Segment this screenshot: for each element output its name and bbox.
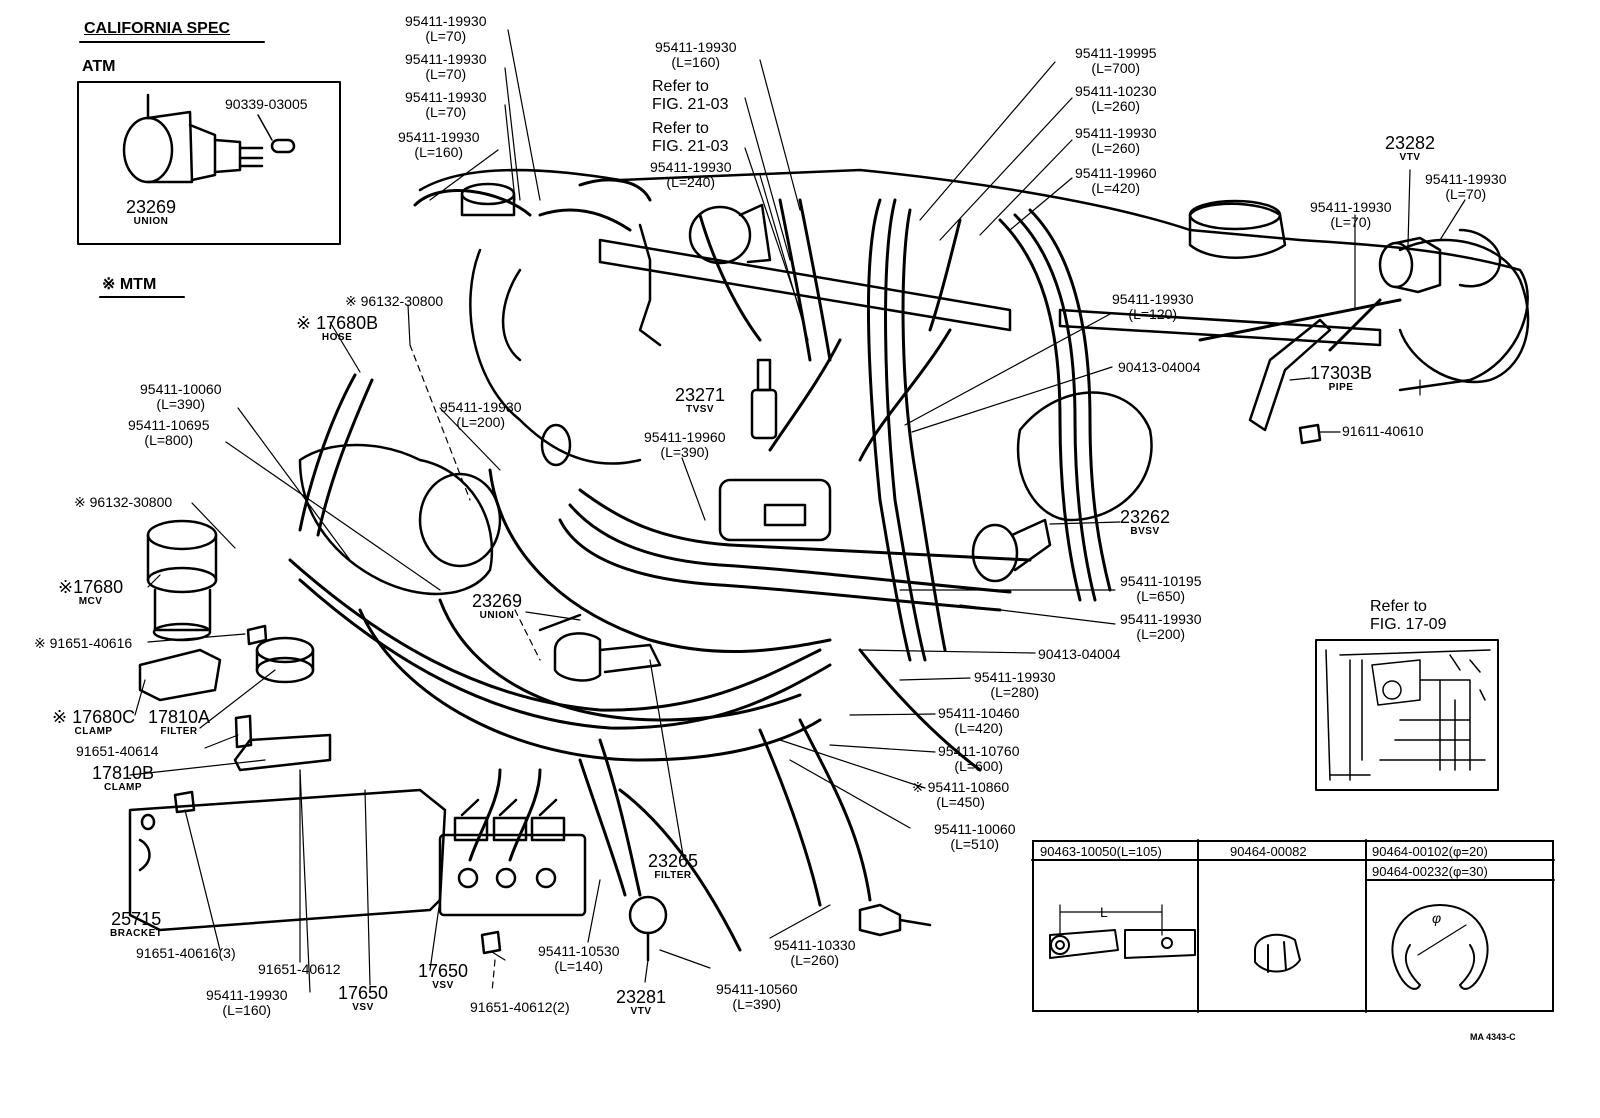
hose-label: 95411-19930(L=70) <box>405 51 487 82</box>
bolt-label: ※ 91651-40616 <box>34 635 133 651</box>
hose-label: 95411-19960(L=390) <box>644 429 726 460</box>
page-title: CALIFORNIA SPEC <box>84 20 231 37</box>
hose-label: 95411-10695(L=800) <box>128 417 210 448</box>
hose-label: 95411-10330(L=260) <box>774 937 856 968</box>
hose-label: 95411-19930(L=70) <box>405 89 487 120</box>
dimension-l: L <box>1100 904 1108 920</box>
table-cell-clamp-30: 90464-00232(φ=30) <box>1372 864 1488 879</box>
hose-label: 95411-10060(L=390) <box>140 381 222 412</box>
hose-label: 95411-19930(L=160) <box>398 129 480 160</box>
bolt-label: 91651-40616(3) <box>136 945 236 961</box>
hose-label: 95411-10460(L=420) <box>938 705 1020 736</box>
hose-label: 95411-19930(L=70) <box>1425 171 1507 202</box>
hose-label: 95411-19930(L=160) <box>655 39 737 70</box>
hose-label: 95411-19930(L=200) <box>440 399 522 430</box>
table-cell-hose-pad: 90463-10050(L=105) <box>1040 844 1162 859</box>
table-cell-clip: 90464-00082 <box>1230 844 1307 859</box>
tee-label: 90413-04004 <box>1118 359 1201 375</box>
hose-label: 95411-19930(L=70) <box>1310 199 1392 230</box>
hose-label: ※ 95411-10860(L=450) <box>912 779 1010 810</box>
bolt-label: 91651-40614 <box>76 743 159 759</box>
hose-label: 95411-19930(L=200) <box>1120 611 1202 642</box>
table-cell-clamp-20: 90464-00102(φ=20) <box>1372 844 1488 859</box>
mtm-label: ※ MTM <box>102 276 157 293</box>
hose-label: 95411-19930(L=70) <box>405 13 487 44</box>
parts-table: 90463-10050(L=105) 90464-00082 90464-001… <box>1032 840 1554 1012</box>
dimension-phi: φ <box>1432 910 1442 926</box>
hose-label: 95411-19960(L=420) <box>1075 165 1157 196</box>
hose-label: 95411-19930(L=120) <box>1112 291 1194 322</box>
hose-label: 95411-19995(L=700) <box>1075 45 1157 76</box>
clip-label: ※ 96132-30800 <box>345 293 444 309</box>
drawing-code: MA 4343-C <box>1470 1032 1516 1042</box>
atm-label: ATM <box>82 58 116 75</box>
hose-label: 95411-10530(L=140) <box>538 943 620 974</box>
hose-label: 95411-10195(L=650) <box>1120 573 1202 604</box>
clip-label: ※ 96132-30800 <box>74 494 173 510</box>
hose-label: 95411-10060(L=510) <box>934 821 1016 852</box>
bolt-label: 91651-40612(2) <box>470 999 570 1015</box>
tee-label: 90413-04004 <box>1038 646 1121 662</box>
hose-label: 95411-19930(L=160) <box>206 987 288 1018</box>
hose-label: 95411-19930(L=240) <box>650 159 732 190</box>
hose-label: 95411-19930(L=260) <box>1075 125 1157 156</box>
bolt-label: 91611-40610 <box>1342 423 1424 439</box>
hose-label: 95411-10230(L=260) <box>1075 83 1157 114</box>
hose-label: 95411-10760(L=600) <box>938 743 1020 774</box>
bolt-label: 91651-40612 <box>258 961 341 977</box>
hose-label: 95411-19930(L=280) <box>974 669 1056 700</box>
atm-pin-part: 90339-03005 <box>225 96 308 112</box>
hose-label: 95411-10560(L=390) <box>716 981 798 1012</box>
